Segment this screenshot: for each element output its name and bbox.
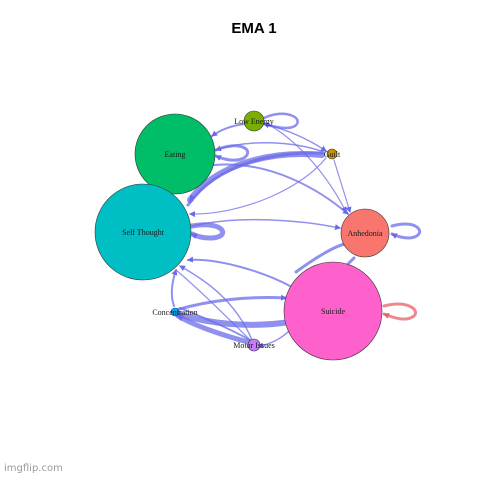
edge-motor-concentration	[175, 313, 251, 345]
edge-concentration-motor	[179, 307, 251, 341]
edge-suicide-concentration	[175, 311, 293, 328]
node-motor-issues	[247, 338, 261, 352]
label-anhedonia: Anhedonia	[347, 229, 383, 238]
edge-selfthought-guilt	[186, 151, 324, 207]
edge-lowenergy-guilt	[261, 123, 327, 152]
node-self-thought	[94, 183, 192, 281]
edge-lowenergy-anhedonia	[261, 120, 347, 213]
self-loop-group	[189, 112, 422, 321]
edge-suicide-motor	[257, 329, 291, 349]
edge-selfthought-motor	[175, 269, 251, 341]
node-circle-guilt	[326, 148, 338, 160]
self-loop-suicide	[382, 302, 417, 321]
node-circle-self-thought	[94, 183, 192, 281]
node-guilt	[326, 148, 338, 160]
edge-guilt-eating	[215, 141, 325, 153]
label-eating: Eating	[165, 150, 186, 159]
label-low-energy: Low Energy	[234, 117, 274, 126]
label-motor-issues: Motor Issues	[233, 341, 275, 350]
self-loop-self-thought	[189, 222, 225, 241]
node-circle-low-energy	[243, 110, 265, 132]
self-loop-eating	[214, 144, 250, 162]
self-loop-anhedonia	[390, 222, 422, 240]
label-guilt: Guilt	[324, 150, 341, 159]
edge-motor-selfthought	[179, 265, 253, 341]
self-loop-low-energy	[262, 112, 299, 130]
node-circle-suicide	[283, 261, 383, 361]
node-low-energy	[243, 110, 265, 132]
node-circle-eating	[134, 113, 216, 195]
diagram-title: EMA 1	[231, 20, 277, 37]
node-circle-motor-issues	[247, 338, 261, 352]
edge-concentration-selfthought	[170, 269, 178, 307]
edge-lowenergy-eating	[211, 123, 245, 137]
node-anhedonia	[340, 208, 390, 258]
edge-suicide-selfthought	[187, 256, 291, 287]
node-concentration	[170, 307, 180, 317]
edge-guilt-selfthought-2	[189, 157, 327, 218]
node-circle-anhedonia	[340, 208, 390, 258]
label-suicide: Suicide	[321, 307, 345, 316]
edge-eating-anhedonia	[213, 163, 349, 215]
node-circle-concentration	[170, 307, 180, 317]
node-suicide	[283, 261, 383, 361]
watermark: imgflip.com	[4, 463, 63, 474]
edge-suicide-anhedonia	[294, 242, 347, 274]
edge-guilt-anhedonia	[333, 159, 352, 213]
label-self-thought: Self Thought	[122, 228, 165, 237]
label-concentration: Concentration	[152, 308, 197, 317]
node-eating	[134, 113, 216, 195]
edge-concentration-suicide	[174, 294, 288, 312]
